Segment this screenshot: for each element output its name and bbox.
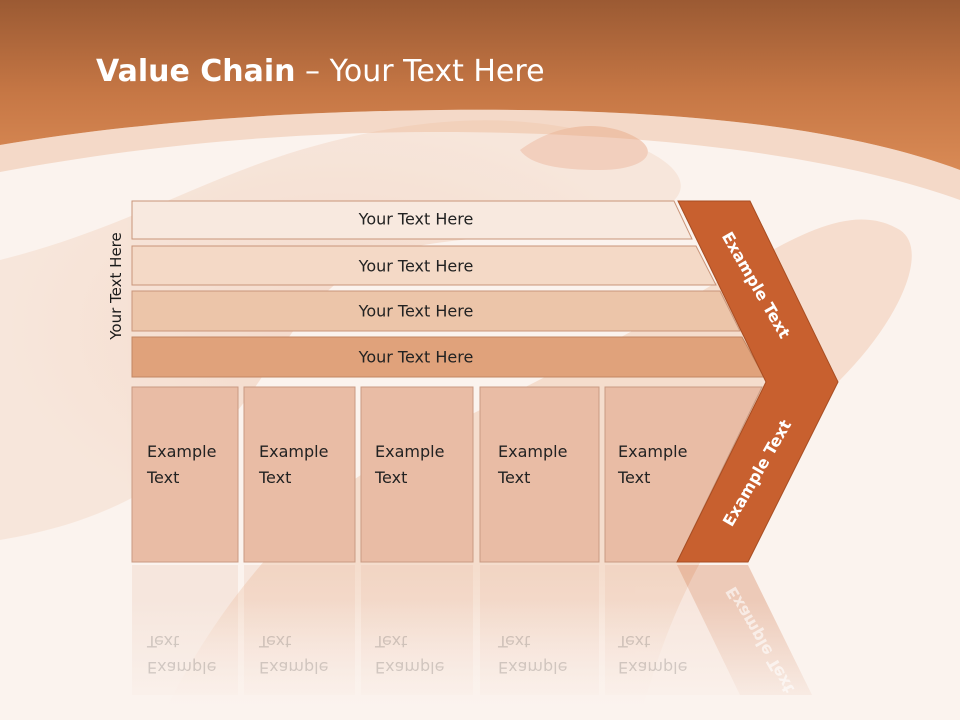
box-5-label: Example Text <box>618 439 687 491</box>
box-5-line2: Text <box>618 468 651 487</box>
chevron-shape <box>676 200 839 563</box>
box-2-shape <box>243 386 356 563</box>
box-2-line1: Example <box>259 442 329 461</box>
bar-1-shape <box>131 200 693 240</box>
box-3-label: Example Text <box>375 439 444 491</box>
slide-title: Value Chain – Your Text Here <box>96 54 545 89</box>
box-4-label: Example Text <box>498 439 567 491</box>
box-2-label: Example Text <box>259 439 328 491</box>
box-1-line1: Example <box>147 442 217 461</box>
box-3-line2: Text <box>375 468 408 487</box>
box-4-line1: Example <box>498 442 568 461</box>
side-label: Your Text Here <box>107 232 125 340</box>
box-4-shape <box>479 386 600 563</box>
box-1-line2: Text <box>147 468 180 487</box>
bar-3-shape <box>131 290 741 332</box>
bar-2-label: Your Text Here <box>358 256 474 276</box>
box-5-line1: Example <box>618 442 688 461</box>
title-rest: – Your Text Here <box>295 54 545 89</box>
box-3-shape <box>360 386 474 563</box>
box-1-label: Example Text <box>147 439 216 491</box>
box-3-line1: Example <box>375 442 445 461</box>
title-bold: Value Chain <box>96 54 296 89</box>
bar-3-label: Your Text Here <box>358 301 474 321</box>
bar-2-shape <box>131 245 717 286</box>
box-2-line2: Text <box>259 468 292 487</box>
box-1-shape <box>131 386 239 563</box>
bar-4-label: Your Text Here <box>358 347 474 367</box>
box-4-line2: Text <box>498 468 531 487</box>
bar-1-label: Your Text Here <box>358 209 474 229</box>
